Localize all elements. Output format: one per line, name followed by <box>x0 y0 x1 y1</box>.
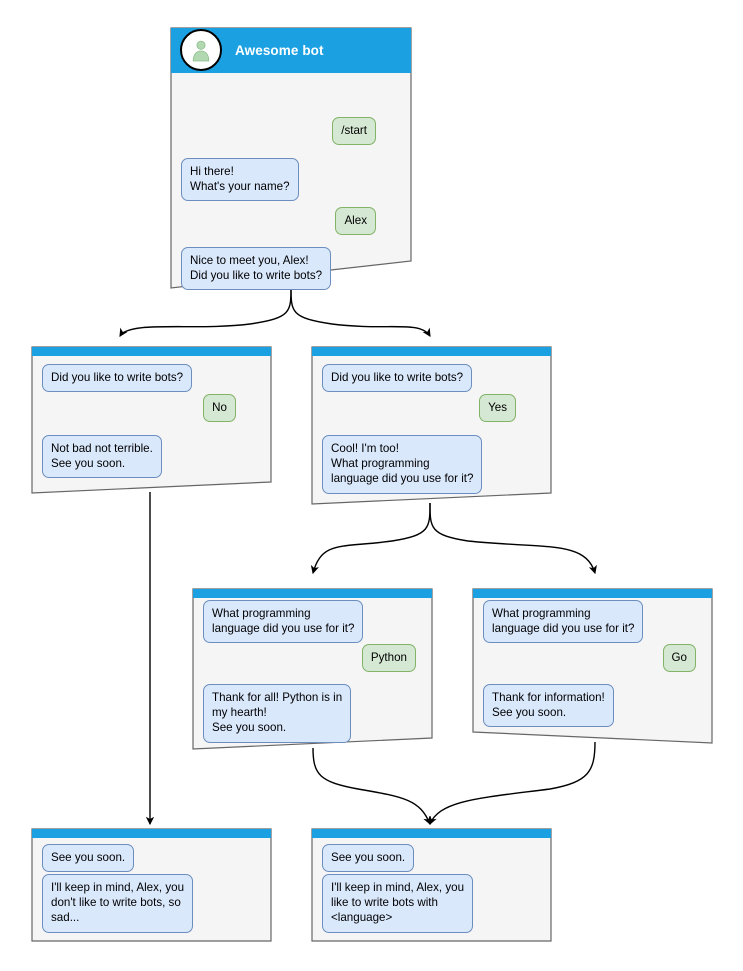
message-bubble-bot[interactable]: Did you like to write bots? <box>42 364 193 393</box>
message-bubble-user[interactable]: Alex <box>335 207 376 236</box>
message-bubble-user[interactable]: Yes <box>479 394 516 423</box>
message-bubble-bot[interactable]: Nice to meet you, Alex! Did you like to … <box>181 247 332 291</box>
root-message-list: /start Hi there! What's your name? Alex … <box>170 73 412 291</box>
node-no-branch-content: Did you like to write bots? No Not bad n… <box>31 346 272 494</box>
node-python-branch[interactable]: What programming language did you use fo… <box>192 588 433 750</box>
message-bubble-user[interactable]: /start <box>332 117 376 146</box>
message-bubble-bot[interactable]: What programming language did you use fo… <box>203 600 364 644</box>
bot-name-label: Awesome bot <box>235 42 324 58</box>
message-bubble-bot[interactable]: I'll keep in mind, Alex, you don't like … <box>42 874 194 933</box>
message-bubble-bot[interactable]: Hi there! What's your name? <box>181 158 299 202</box>
edge-go-to-end-happy <box>428 741 596 826</box>
node-yes-branch[interactable]: Did you like to write bots? Yes Cool! I'… <box>311 346 552 505</box>
node-yes-branch-content: Did you like to write bots? Yes Cool! I'… <box>311 346 552 505</box>
node-end-happy-content: See you soon. I'll keep in mind, Alex, y… <box>311 828 552 942</box>
end-happy-message-list: See you soon. I'll keep in mind, Alex, y… <box>311 838 552 942</box>
node-go-branch[interactable]: What programming language did you use fo… <box>472 588 713 744</box>
message-bubble-bot[interactable]: See you soon. <box>42 844 135 873</box>
message-bubble-user[interactable]: No <box>203 394 236 423</box>
edge-yes-to-go <box>429 502 597 575</box>
user-avatar-icon <box>180 29 222 71</box>
message-bubble-bot[interactable]: Thank for all! Python is in my hearth! S… <box>203 684 352 743</box>
go-branch-message-list: What programming language did you use fo… <box>472 598 713 744</box>
edge-root-to-no <box>119 286 292 337</box>
node-root[interactable]: Awesome bot /start Hi there! What's your… <box>170 27 412 291</box>
node-end-sad[interactable]: See you soon. I'll keep in mind, Alex, y… <box>31 828 272 942</box>
message-bubble-bot[interactable]: See you soon. <box>322 844 415 873</box>
node-end-sad-content: See you soon. I'll keep in mind, Alex, y… <box>31 828 272 942</box>
message-bubble-bot[interactable]: I'll keep in mind, Alex, you like to wri… <box>322 874 474 933</box>
end-sad-message-list: See you soon. I'll keep in mind, Alex, y… <box>31 838 272 942</box>
bot-header-bar: Awesome bot <box>170 27 412 73</box>
python-branch-message-list: What programming language did you use fo… <box>192 598 433 750</box>
edge-yes-to-python <box>310 502 431 575</box>
node-go-branch-content: What programming language did you use fo… <box>472 588 713 744</box>
node-root-content: Awesome bot /start Hi there! What's your… <box>170 27 412 291</box>
no-branch-message-list: Did you like to write bots? No Not bad n… <box>31 356 272 494</box>
message-bubble-bot[interactable]: Cool! I'm too! What programming language… <box>322 435 483 494</box>
yes-branch-message-list: Did you like to write bots? Yes Cool! I'… <box>311 356 552 505</box>
message-bubble-bot[interactable]: Not bad not terrible. See you soon. <box>42 435 162 479</box>
edge-root-to-yes <box>290 286 431 337</box>
person-glyph <box>192 40 210 62</box>
edge-python-to-end-happy <box>312 747 432 826</box>
message-bubble-user[interactable]: Go <box>662 644 696 673</box>
message-bubble-bot[interactable]: Thank for information! See you soon. <box>483 684 614 728</box>
message-bubble-bot[interactable]: Did you like to write bots? <box>322 364 473 393</box>
node-end-happy[interactable]: See you soon. I'll keep in mind, Alex, y… <box>311 828 552 942</box>
message-bubble-bot[interactable]: What programming language did you use fo… <box>483 600 644 644</box>
node-python-branch-content: What programming language did you use fo… <box>192 588 433 750</box>
node-no-branch[interactable]: Did you like to write bots? No Not bad n… <box>31 346 272 494</box>
message-bubble-user[interactable]: Python <box>361 644 416 673</box>
